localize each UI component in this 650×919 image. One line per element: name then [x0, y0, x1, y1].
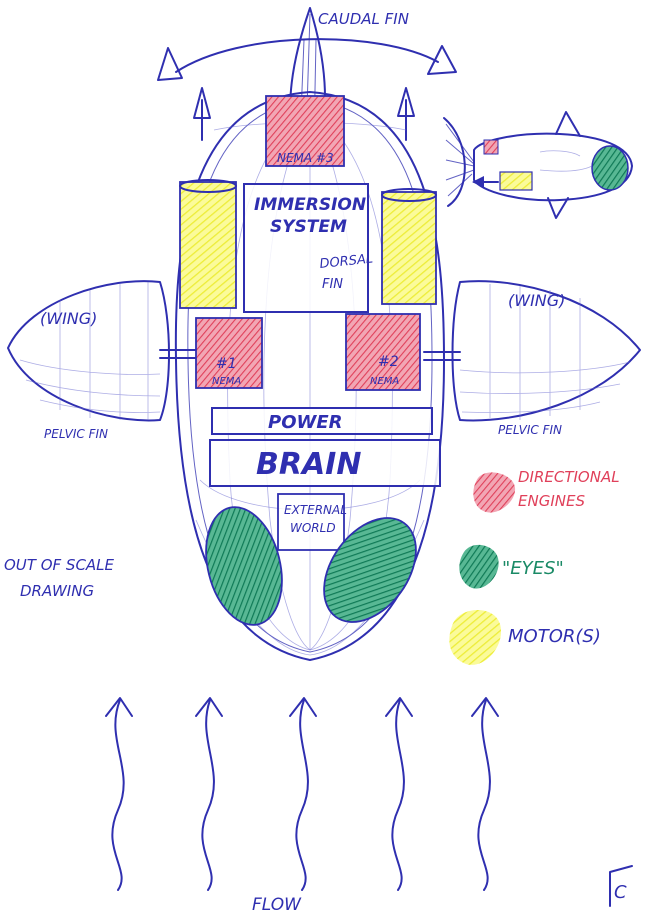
- immersion-label-line1: IMMERSION: [254, 195, 366, 215]
- motor-left: [179, 179, 237, 309]
- wing-right: (WING): [451, 280, 641, 422]
- legend-motors-label: MOTOR(S): [508, 626, 601, 647]
- out-of-scale-line2: DRAWING: [20, 582, 94, 600]
- left-wing-shaft: [159, 349, 197, 359]
- legend-item-directional-engines: DIRECTIONAL ENGINES: [473, 468, 620, 513]
- signature-label: C: [614, 882, 627, 903]
- nema2-text: NEMA: [370, 376, 399, 387]
- nema1-text: NEMA: [212, 376, 241, 387]
- nema2-engine: #2 NEMA: [345, 313, 421, 391]
- flow-arrow: [471, 697, 499, 891]
- eye-left: [205, 506, 283, 626]
- flow-arrow: [385, 697, 413, 891]
- external-world-line1: EXTERNAL: [284, 503, 347, 517]
- power-label: POWER: [268, 412, 343, 433]
- eye-right: [323, 517, 417, 623]
- nema2-number: #2: [378, 354, 399, 370]
- right-wing-shaft: [423, 351, 461, 361]
- legend-eyes-label: "EYES": [502, 558, 564, 579]
- wing-left: (WING): [7, 280, 170, 422]
- rotation-arc: [157, 38, 457, 81]
- flow-arrow: [105, 697, 133, 891]
- legend: DIRECTIONAL ENGINES "EYES" MOTOR(S): [449, 468, 620, 665]
- caudal-fin-label: CAUDAL FIN: [318, 10, 409, 28]
- brain-label: BRAIN: [256, 447, 361, 482]
- side-view-sketch: [443, 111, 633, 219]
- out-of-scale-line1: OUT OF SCALE: [4, 556, 115, 574]
- external-world-line2: WORLD: [290, 521, 336, 535]
- signature-mark: [609, 865, 633, 907]
- nema3-label: NEMA #3: [277, 151, 334, 165]
- immersion-label-line2: SYSTEM: [270, 217, 347, 237]
- legend-item-motors: MOTOR(S): [449, 609, 601, 665]
- dorsal-fin-label-line1: DORSAL: [319, 251, 374, 272]
- nema1-number: #1: [216, 356, 237, 372]
- wing-right-label: (WING): [508, 291, 565, 310]
- flow-arrows: [105, 697, 499, 891]
- pelvic-fin-left-label: PELVIC FIN: [44, 427, 108, 441]
- legend-directional-line1: DIRECTIONAL: [518, 468, 620, 486]
- external-world-block: EXTERNAL WORLD: [277, 493, 347, 551]
- dorsal-fin-label-line2: FIN: [322, 277, 343, 292]
- flow-arrow: [195, 697, 223, 891]
- flow-arrow: [289, 697, 317, 891]
- motor-right: [381, 188, 437, 305]
- flow-label: FLOW: [252, 895, 302, 915]
- immersion-system: IMMERSION SYSTEM DORSAL FIN: [243, 183, 374, 313]
- legend-item-eyes: "EYES": [459, 544, 564, 589]
- nema3-engine: NEMA #3: [265, 95, 345, 167]
- pelvic-fin-right-label: PELVIC FIN: [498, 423, 562, 437]
- brain-block: BRAIN: [209, 439, 441, 487]
- legend-directional-line2: ENGINES: [518, 492, 585, 510]
- thrust-arrows: [193, 87, 415, 141]
- power-block: POWER: [211, 407, 433, 435]
- nema1-engine: #1 NEMA: [195, 317, 263, 389]
- wing-left-label: (WING): [40, 309, 97, 328]
